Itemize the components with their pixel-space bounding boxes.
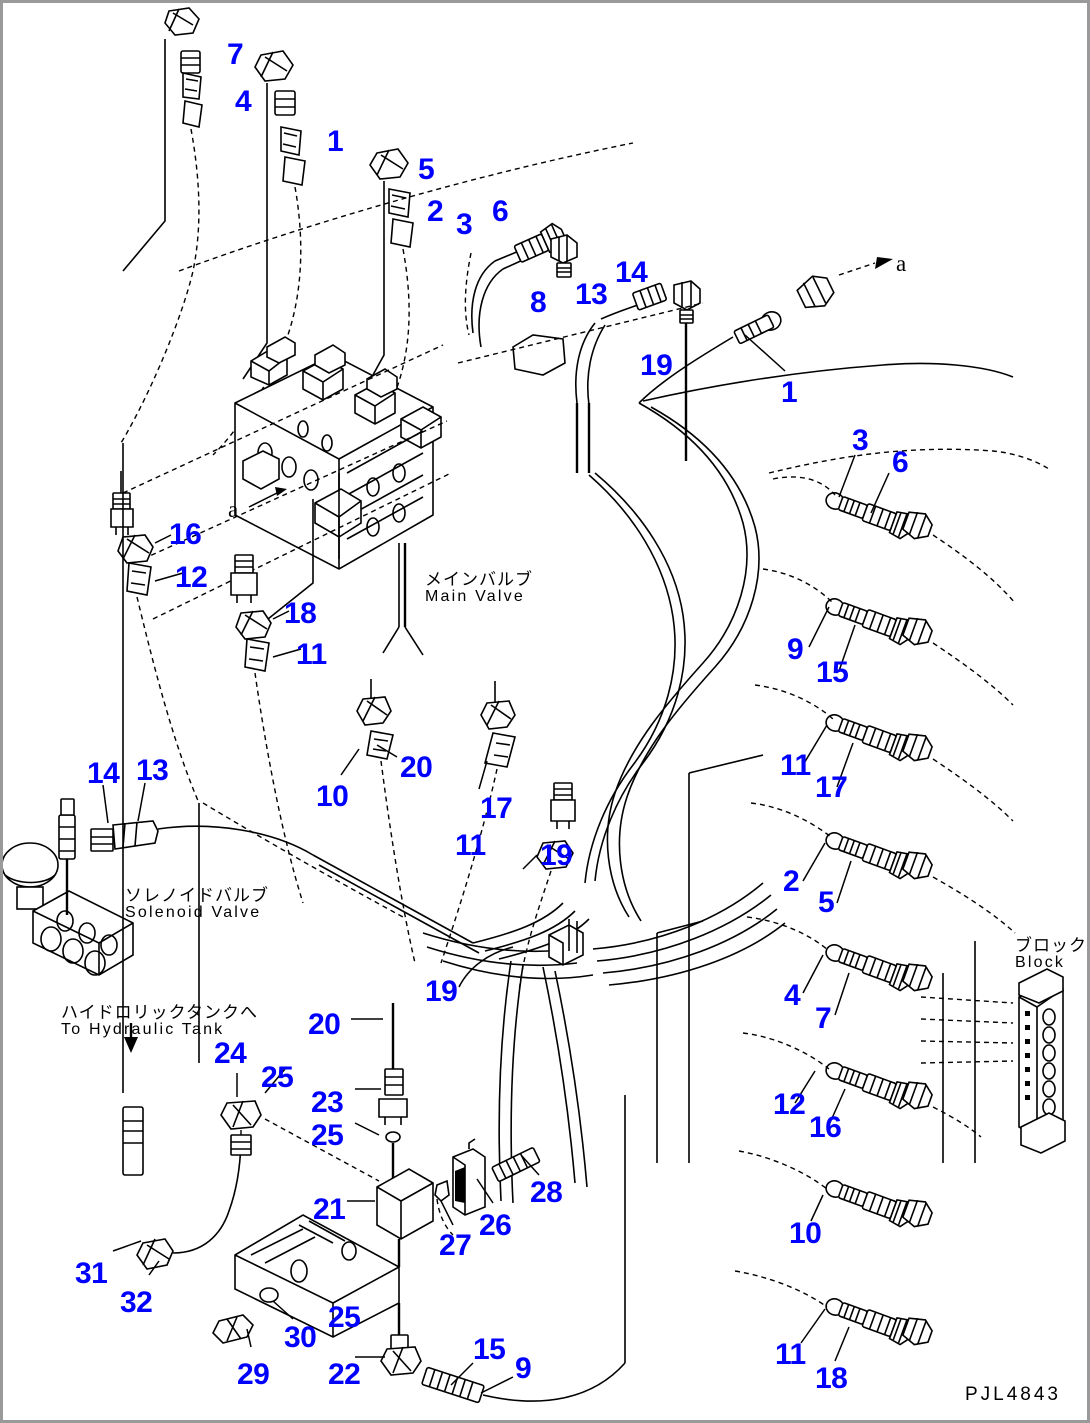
outer-routing-curves bbox=[122, 443, 200, 1093]
callout-number-16: 16 bbox=[169, 518, 202, 551]
caption-ja-to-hydraulic-tank: ハイドロリックタンクへ bbox=[61, 1003, 258, 1023]
callout-number-16: 16 bbox=[809, 1111, 842, 1144]
callout-number-14: 14 bbox=[615, 256, 648, 289]
pipe-assembly-5-2 bbox=[340, 148, 414, 474]
callout-number-12: 12 bbox=[175, 561, 208, 594]
callout-number-20: 20 bbox=[308, 1008, 341, 1041]
callout-number-19: 19 bbox=[540, 839, 573, 872]
callout-number-15: 15 bbox=[816, 656, 849, 689]
callout-number-4: 4 bbox=[235, 85, 252, 118]
callout-number-2: 2 bbox=[427, 195, 444, 228]
callout-number-25: 25 bbox=[328, 1301, 361, 1334]
caption-ja-solenoid-valve: ソレノイドバルブ bbox=[125, 886, 269, 906]
callout-number-22: 22 bbox=[328, 1358, 361, 1391]
callout-number-13: 13 bbox=[136, 754, 169, 787]
caption-ja-block: ブロック bbox=[1015, 936, 1087, 956]
callout-number-24: 24 bbox=[214, 1037, 247, 1070]
block-plate bbox=[624, 754, 1066, 1363]
callout-number-13: 13 bbox=[575, 278, 608, 311]
caption-ja-main-valve: メインバルブ bbox=[425, 570, 533, 590]
callout-number-2: 2 bbox=[783, 865, 800, 898]
callout-number-3: 3 bbox=[852, 424, 869, 457]
callout-number-20: 20 bbox=[400, 751, 433, 784]
callout-number-23: 23 bbox=[311, 1086, 344, 1119]
callout-number-30: 30 bbox=[284, 1321, 317, 1354]
callout-number-1: 1 bbox=[781, 376, 798, 409]
hose-assembly-upper-mid bbox=[457, 222, 704, 473]
hose-bundle-center bbox=[202, 802, 786, 1204]
callout-number-28: 28 bbox=[530, 1176, 563, 1209]
callout-number-25: 25 bbox=[311, 1119, 344, 1152]
caption-en-solenoid-valve: Solenoid Valve bbox=[125, 904, 262, 921]
caption-en-block: Block bbox=[1015, 954, 1066, 971]
long-hose-runs bbox=[178, 142, 1050, 922]
callout-number-5: 5 bbox=[818, 886, 835, 919]
callout-number-10: 10 bbox=[789, 1217, 822, 1250]
sheet-id: PJL4843 bbox=[964, 1384, 1061, 1405]
callout-number-12: 12 bbox=[773, 1088, 806, 1121]
bracket-assembly-bottom bbox=[112, 1003, 626, 1404]
callout-number-6: 6 bbox=[892, 446, 909, 479]
callout-number-14: 14 bbox=[87, 757, 120, 790]
section-marker-a-top-right: a bbox=[896, 251, 907, 276]
pipe-assembly-7-4 bbox=[120, 7, 203, 444]
main-valve-block bbox=[122, 336, 452, 656]
callout-number-4: 4 bbox=[784, 979, 801, 1012]
diagram-artwork: .ln { stroke:#000; fill:none; stroke-wid… bbox=[3, 7, 1066, 1404]
callout-number-31: 31 bbox=[75, 1257, 108, 1290]
callout-number-11: 11 bbox=[455, 829, 486, 862]
callout-number-19: 19 bbox=[425, 975, 458, 1008]
callout-number-3: 3 bbox=[456, 208, 473, 241]
hose-column-right bbox=[734, 454, 1016, 1362]
callout-number-11: 11 bbox=[780, 749, 811, 782]
callout-number-18: 18 bbox=[815, 1362, 848, 1395]
callout-number-11: 11 bbox=[775, 1338, 806, 1371]
caption-en-to-hydraulic-tank: To Hydraulic Tank bbox=[61, 1021, 225, 1038]
callout-number-11: 11 bbox=[296, 638, 327, 671]
callout-number-25: 25 bbox=[261, 1061, 294, 1094]
callout-number-6: 6 bbox=[492, 195, 509, 228]
callout-number-17: 17 bbox=[815, 771, 848, 804]
callout-number-18: 18 bbox=[284, 597, 317, 630]
callout-number-15: 15 bbox=[473, 1333, 506, 1366]
callout-number-32: 32 bbox=[120, 1286, 153, 1319]
callout-number-1: 1 bbox=[327, 125, 344, 158]
callout-number-8: 8 bbox=[530, 286, 547, 319]
caption-en-main-valve: Main Valve bbox=[425, 588, 525, 605]
callout-number-17: 17 bbox=[480, 792, 513, 825]
callout-number-7: 7 bbox=[815, 1002, 832, 1035]
callout-number-21: 21 bbox=[313, 1193, 346, 1226]
callout-number-5: 5 bbox=[418, 153, 435, 186]
callout-number-26: 26 bbox=[479, 1209, 512, 1242]
callout-number-29: 29 bbox=[237, 1358, 270, 1391]
callout-number-7: 7 bbox=[227, 38, 244, 71]
callout-number-9: 9 bbox=[787, 633, 804, 666]
callout-number-19: 19 bbox=[640, 349, 673, 382]
callout-number-27: 27 bbox=[439, 1229, 472, 1262]
callout-number-10: 10 bbox=[316, 780, 349, 813]
hose-assembly-a-marker bbox=[638, 257, 893, 404]
fittings-left-column bbox=[110, 471, 304, 904]
section-marker-a-main-valve: a bbox=[228, 497, 239, 522]
callout-number-9: 9 bbox=[515, 1352, 532, 1385]
